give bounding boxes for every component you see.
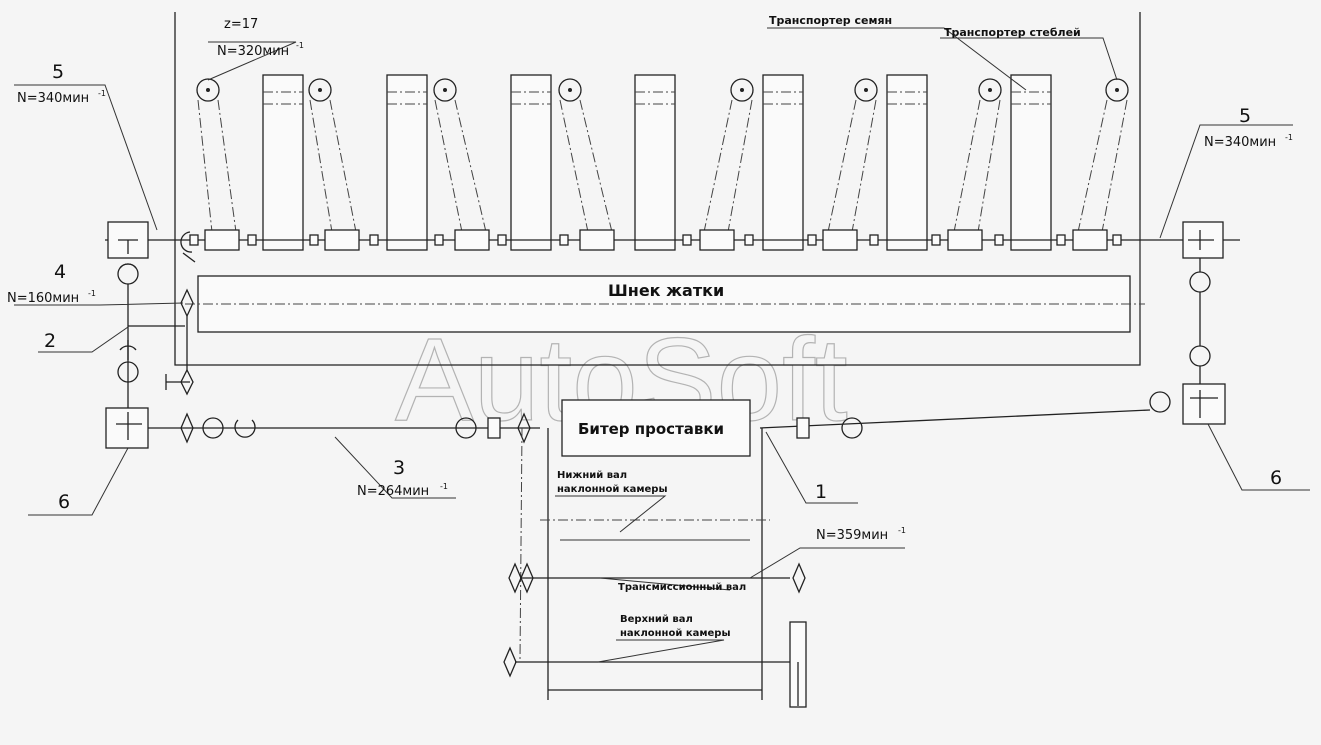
sprocket-teeth-label: z=17: [224, 17, 258, 32]
auger-title: Шнек жатки: [608, 281, 724, 300]
stem-conveyor-label: Транспортер стеблей: [944, 26, 1081, 39]
drive-chains: [197, 99, 1128, 233]
left-speed-unit: -1: [98, 89, 106, 98]
transmission-speed-label: N=359мин: [816, 528, 888, 543]
beater: [561, 399, 751, 457]
leader-lines: [14, 27, 1310, 663]
auger: [180, 275, 1145, 333]
left-vertical-drive: [117, 284, 194, 410]
upper-shaft-label-line1: Верхний вал: [620, 614, 693, 625]
beater-title: Битер проставки: [578, 420, 724, 438]
right-label-5: 5: [1239, 105, 1251, 127]
upper-shaft-label-line2: наклонной камеры: [620, 628, 731, 639]
sprocket-speed-label: N=320мин: [217, 44, 289, 59]
beater-drive-speed-label: N=264мин: [357, 484, 429, 499]
left-label-5: 5: [52, 61, 64, 83]
auger-speed-unit: -1: [88, 289, 96, 298]
header-frame: [174, 12, 1141, 366]
conveyor-belts: [262, 74, 1052, 251]
beater-drive-speed-unit: -1: [440, 482, 448, 491]
right-label-6: 6: [1270, 467, 1282, 489]
left-gearbox-top: [107, 221, 149, 285]
left-gearbox-bottom: [105, 407, 149, 449]
right-speed-unit: -1: [1285, 133, 1293, 142]
lower-shaft-label-line2: наклонной камеры: [557, 484, 668, 495]
top-drive-shaft: [105, 229, 1240, 263]
transmission-speed-unit: -1: [898, 526, 906, 535]
label-2: 2: [44, 330, 56, 352]
label-4: 4: [54, 261, 66, 283]
transmission-shaft-label: Трансмиссионный вал: [618, 582, 746, 593]
conveyor-sprockets: [196, 78, 1129, 102]
label-1: 1: [815, 481, 827, 503]
label-3: 3: [393, 457, 405, 479]
beater-drive-line: [148, 391, 1171, 444]
right-speed-label: N=340мин: [1204, 135, 1276, 150]
sprocket-speed-unit: -1: [296, 41, 304, 50]
lower-shaft-label-line1: Нижний вал: [557, 470, 627, 481]
left-label-6: 6: [58, 491, 70, 513]
right-gearbox-top: [1182, 221, 1224, 384]
right-gearbox-bottom: [1182, 383, 1226, 425]
left-speed-label: N=340мин: [17, 91, 89, 106]
inclined-chamber: [503, 427, 807, 708]
seed-conveyor-label: Транспортер семян: [769, 14, 892, 27]
auger-speed-label: N=160мин: [7, 291, 79, 306]
